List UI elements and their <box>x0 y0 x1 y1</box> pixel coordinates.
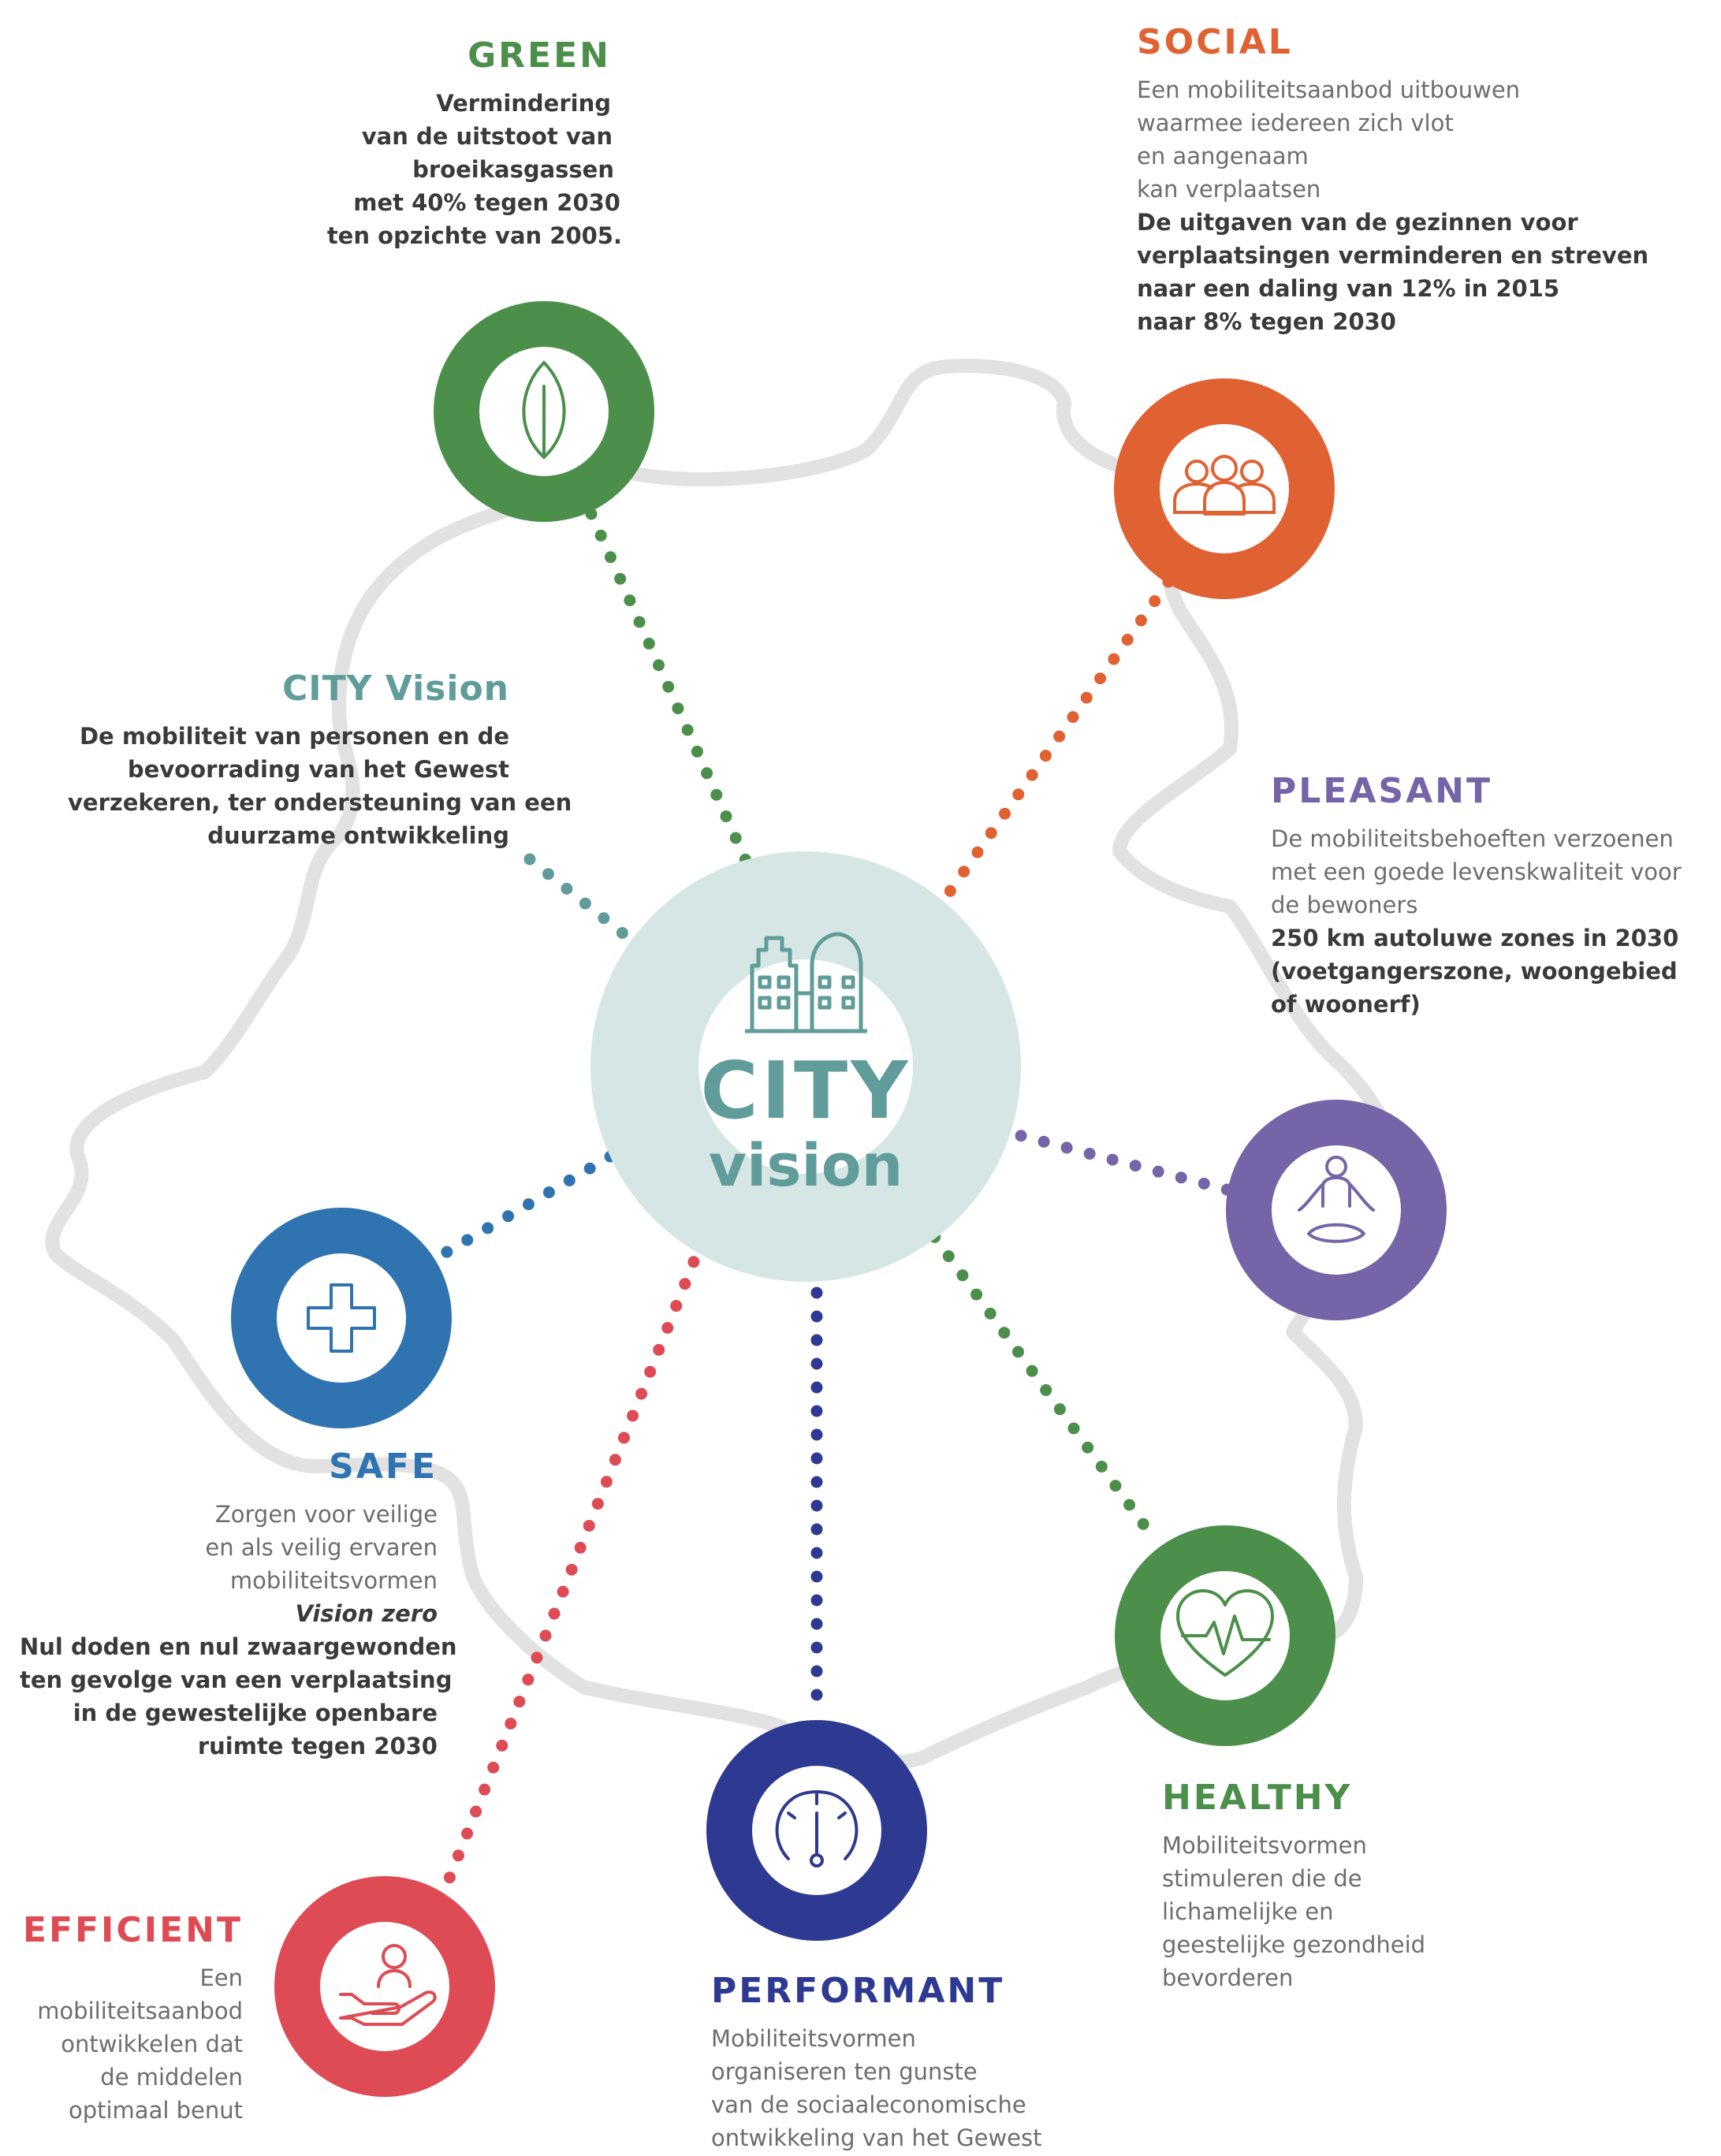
safe-italic-line: Vision zero <box>295 1600 438 1627</box>
efficient-line: de middelen <box>100 2064 243 2091</box>
efficient-text-block: EFFICIENT Een mobiliteitsaanbod ontwikke… <box>6 1910 243 2127</box>
performant-line: organiseren ten gunste <box>711 2058 978 2085</box>
connector-green <box>585 508 773 913</box>
green-text-block: GREEN Vermindering van de uitstoot van b… <box>318 35 622 252</box>
city-vision-hub: CITY vision <box>590 851 1021 1282</box>
hub-title-vision: vision <box>709 1132 903 1200</box>
performant-title: PERFORMANT <box>711 1971 1005 2011</box>
healthy-line: lichamelijke en <box>1162 1898 1334 1925</box>
people-group-icon <box>1173 455 1276 516</box>
social-line: Een mobiliteitsaanbod uitbouwen <box>1137 76 1521 103</box>
healthy-text-block: HEALTHY Mobiliteitsvormen stimuleren die… <box>1162 1778 1540 1994</box>
city-vision-text-block: CITY Vision De mobiliteit van personen e… <box>68 668 572 852</box>
green-node <box>434 301 654 522</box>
performant-line: ontwikkeling van het Gewest <box>711 2124 1042 2151</box>
performant-line: Mobiliteitsvormen <box>711 2025 916 2052</box>
city-vision-line: bevoorrading van het Gewest <box>127 756 509 783</box>
pleasant-line: met een goede levenskwaliteit voor <box>1271 858 1682 885</box>
safe-title: SAFE <box>329 1447 438 1487</box>
safe-line: en als veilig ervaren <box>205 1534 438 1561</box>
social-bold-line: naar 8% tegen 2030 <box>1137 308 1396 335</box>
pleasant-bold-line: (voetgangerszone, woongebied <box>1271 958 1678 985</box>
connector-healthy <box>915 1212 1162 1547</box>
green-line: met 40% tegen 2030 <box>353 189 620 216</box>
safe-line: Zorgen voor veilige <box>214 1501 438 1528</box>
social-line: kan verplaatsen <box>1137 176 1321 203</box>
city-vision-line: De mobiliteit van personen en de <box>79 723 509 750</box>
hub-title-city: CITY <box>700 1044 911 1137</box>
region-map-outline <box>45 359 1403 1770</box>
efficient-line: Een <box>199 1964 243 1991</box>
healthy-title: HEALTHY <box>1162 1778 1353 1818</box>
social-text-block: SOCIAL Een mobiliteitsaanbod uitbouwen w… <box>1137 22 1649 338</box>
safe-bold-line: ruimte tegen 2030 <box>197 1733 438 1759</box>
efficient-line: ontwikkelen dat <box>61 2031 243 2057</box>
social-bold-line: De uitgaven van de gezinnen voor <box>1137 209 1578 236</box>
pleasant-line: de bewoners <box>1271 892 1418 918</box>
medical-cross-icon <box>307 1283 376 1353</box>
pleasant-bold-line: of woonerf) <box>1271 991 1421 1018</box>
healthy-node <box>1115 1525 1335 1746</box>
pleasant-bold-line: 250 km autoluwe zones in 2030 <box>1271 925 1679 951</box>
gauge-icon <box>775 1790 859 1867</box>
safe-line: mobiliteitsvormen <box>229 1567 438 1594</box>
heart-pulse-icon <box>1176 1589 1274 1677</box>
safe-node <box>231 1208 452 1428</box>
social-bold-line: naar een daling van 12% in 2015 <box>1137 275 1560 302</box>
efficient-title: EFFICIENT <box>22 1910 243 1950</box>
pleasant-node <box>1226 1100 1447 1320</box>
healthy-line: geestelijke gezondheid <box>1162 1931 1426 1958</box>
green-line: ten opzichte van 2005. <box>326 222 622 249</box>
pleasant-title: PLEASANT <box>1271 771 1492 811</box>
city-vision-line: verzekeren, ter ondersteuning van een <box>68 789 572 816</box>
green-title: GREEN <box>468 35 611 76</box>
meditation-icon <box>1298 1156 1375 1243</box>
green-line: van de uitstoot van <box>361 123 613 150</box>
green-line: broeikasgassen <box>412 156 614 183</box>
safe-bold-line: Nul doden en nul zwaargewonden <box>20 1633 457 1660</box>
performant-text-block: PERFORMANT Mobiliteitsvormen organiseren… <box>711 1971 1121 2154</box>
safe-bold-line: in de gewestelijke openbare <box>73 1700 438 1726</box>
green-line: Vermindering <box>436 90 611 117</box>
social-line: en aangenaam <box>1137 143 1309 169</box>
hand-care-icon <box>339 1944 437 2026</box>
connector-safe <box>427 1138 637 1266</box>
efficient-line: optimaal benut <box>68 2097 243 2124</box>
social-node <box>1114 378 1335 599</box>
city-vision-title: CITY Vision <box>281 668 509 709</box>
efficient-line: mobiliteitsaanbod <box>37 1998 243 2024</box>
healthy-line: stimuleren die de <box>1162 1865 1362 1892</box>
social-title: SOCIAL <box>1137 22 1293 62</box>
efficient-node <box>274 1876 495 2097</box>
healthy-line: Mobiliteitsvormen <box>1162 1832 1367 1859</box>
pleasant-text-block: PLEASANT De mobiliteitsbehoeften verzoen… <box>1271 771 1682 1021</box>
city-vision-line: duurzame ontwikkeling <box>207 822 509 849</box>
pleasant-line: De mobiliteitsbehoeften verzoenen <box>1271 825 1674 852</box>
social-line: waarmee iedereen zich vlot <box>1137 110 1454 136</box>
healthy-line: bevorderen <box>1162 1964 1294 1991</box>
connector-efficient <box>435 1212 717 1905</box>
safe-text-block: SAFE Zorgen voor veilige en als veilig e… <box>20 1447 457 1763</box>
social-bold-line: verplaatsingen verminderen en streven <box>1137 242 1649 269</box>
safe-bold-line: ten gevolge van een verplaatsing <box>20 1666 453 1693</box>
performant-node <box>706 1720 927 1941</box>
houses-icon <box>745 932 867 1033</box>
leaf-icon <box>522 360 566 460</box>
performant-line: van de sociaaleconomische <box>711 2091 1026 2118</box>
